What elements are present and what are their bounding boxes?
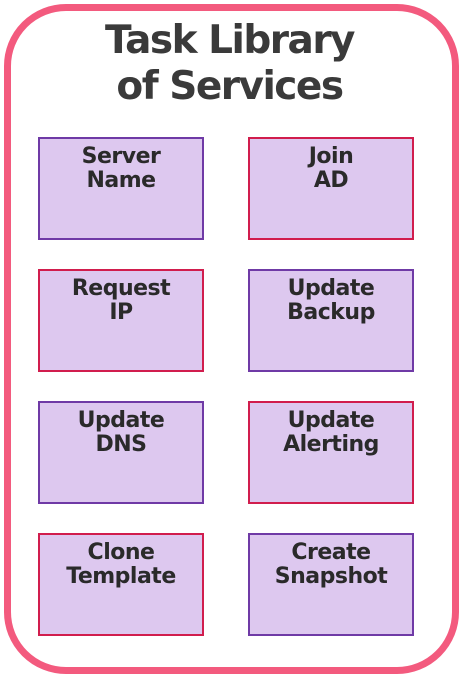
task-server-name: Server Name [38, 137, 204, 240]
task-label: Join AD [250, 145, 412, 193]
task-label-line-2: IP [109, 300, 133, 325]
task-label-line-1: Update [287, 408, 375, 433]
task-label: Update DNS [40, 409, 202, 457]
task-clone-template: Clone Template [38, 533, 204, 636]
task-label-line-1: Update [77, 408, 165, 433]
library-title: Task Library of Services [0, 18, 459, 110]
task-label-line-1: Update [287, 276, 375, 301]
task-update-dns: Update DNS [38, 401, 204, 504]
title-line-1: Task Library [105, 18, 355, 63]
task-label-line-1: Request [71, 276, 171, 301]
task-label: Request IP [40, 277, 202, 325]
task-join-ad: Join AD [248, 137, 414, 240]
task-label: Update Backup [250, 277, 412, 325]
task-label-line-2: AD [313, 168, 349, 193]
title-line-2: of Services [116, 64, 344, 109]
task-label-line-2: Backup [287, 300, 375, 325]
task-label: Create Snapshot [250, 541, 412, 589]
task-label-line-1: Join [308, 144, 354, 169]
task-label-line-1: Create [291, 540, 371, 565]
task-update-backup: Update Backup [248, 269, 414, 372]
task-label: Update Alerting [250, 409, 412, 457]
task-label-line-2: Template [66, 564, 176, 589]
task-label-line-2: Alerting [283, 432, 379, 457]
task-label-line-2: Snapshot [274, 564, 388, 589]
task-request-ip: Request IP [38, 269, 204, 372]
task-update-alerting: Update Alerting [248, 401, 414, 504]
task-label-line-2: Name [86, 168, 156, 193]
task-create-snapshot: Create Snapshot [248, 533, 414, 636]
task-label: Clone Template [40, 541, 202, 589]
task-label: Server Name [40, 145, 202, 193]
task-label-line-2: DNS [95, 432, 147, 457]
task-label-line-1: Server [81, 144, 161, 169]
task-label-line-1: Clone [87, 540, 155, 565]
